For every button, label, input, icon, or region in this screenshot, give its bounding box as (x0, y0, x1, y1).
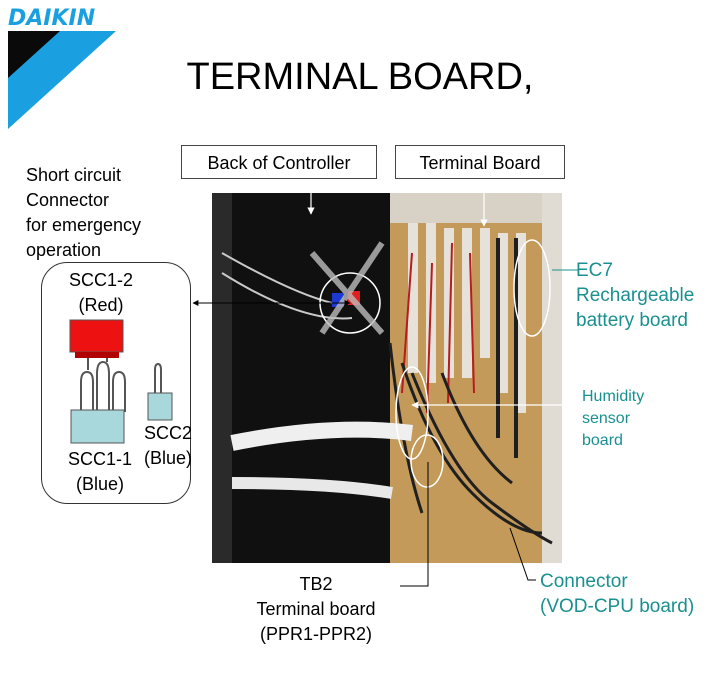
scc2-blue-connector (147, 392, 173, 421)
scc1-1-blue-connector (70, 409, 125, 444)
controller-photo-drawing (212, 193, 562, 563)
short-circuit-description: Short circuit Connector for emergency op… (26, 165, 142, 260)
back-of-controller-label: Back of Controller (181, 145, 377, 179)
scc1-1-label: SCC1-1 (Blue) (67, 449, 133, 494)
terminal-board-label: Terminal Board (395, 145, 565, 179)
connector-label: Connector (VOD-CPU board) (540, 571, 695, 617)
page-title: TERMINAL BOARD, (186, 56, 534, 98)
controller-photo (212, 193, 562, 563)
scc1-2-red-connector (69, 319, 124, 353)
ec7-label: EC7 Rechargeable battery board (576, 260, 695, 331)
connector-inset (41, 262, 191, 504)
tb2-label: TB2 Terminal board (PPR1-PPR2) (256, 574, 376, 644)
brand-logo-text: DAIKIN (8, 6, 96, 31)
scc1-2-label: SCC1-2 (Red) (68, 270, 134, 315)
scc2-label: SCC2 (Blue) (143, 423, 192, 468)
connector-diagram (69, 319, 173, 444)
humidity-sensor-label: Humidity sensor board (582, 388, 645, 449)
daikin-logo-icon (8, 31, 116, 129)
